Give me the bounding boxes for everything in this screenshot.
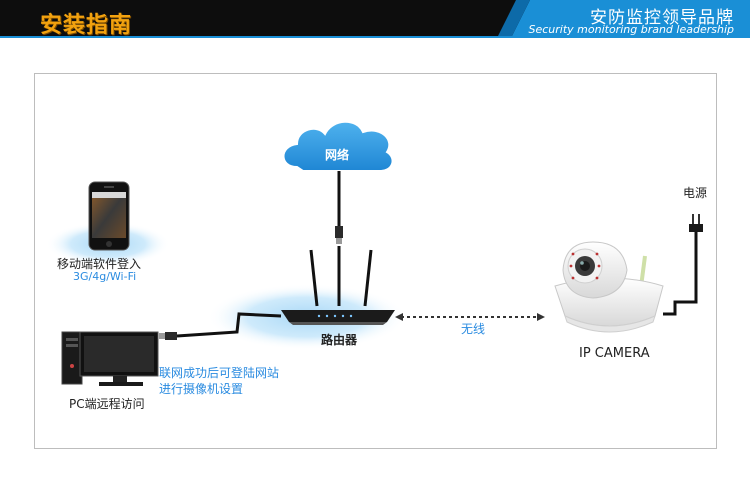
page-title: 安装指南 [40, 13, 133, 38]
internet-cable [335, 171, 343, 244]
ethernet-cable [159, 312, 282, 340]
header-bar: 安装指南 安防监控领导品牌 Security monitoring brand … [0, 0, 750, 42]
ip-camera-icon [554, 241, 664, 333]
network-diagram: 网络 移动端软件登入 3G/4g/Wi-Fi 路由器 无线 IP CAMERA … [34, 73, 717, 449]
brand-slogan-cn: 安防监控领导品牌 [590, 8, 734, 28]
desktop-pc-icon [61, 331, 159, 386]
cloud-label: 网络 [325, 148, 350, 162]
pc-note-line1: 联网成功后可登陆网站 [159, 366, 280, 380]
header-background [0, 0, 750, 42]
pc-label: PC端远程访问 [69, 397, 145, 411]
brand-slogan-en: Security monitoring brand leadership [528, 23, 735, 36]
power-plug-icon [663, 214, 703, 316]
wireless-label: 无线 [461, 322, 486, 336]
power-label: 电源 [683, 186, 708, 200]
router-icon [281, 246, 395, 325]
mobile-label: 移动端软件登入 [57, 257, 142, 271]
router-label: 路由器 [321, 333, 358, 347]
pc-note-line2: 进行摄像机设置 [159, 382, 244, 396]
smartphone-icon [88, 181, 130, 251]
cloud-icon [282, 120, 394, 173]
ip-camera-label: IP CAMERA [579, 346, 650, 361]
mobile-network-types: 3G/4g/Wi-Fi [73, 270, 137, 283]
wireless-link [395, 313, 545, 321]
